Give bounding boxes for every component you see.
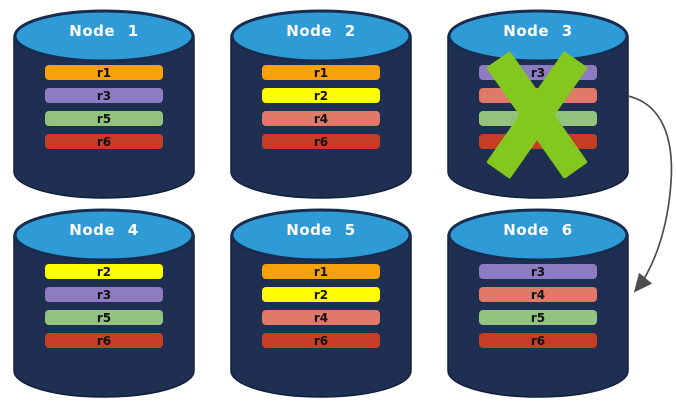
node-title: Node 6 (503, 221, 573, 239)
node-3: Node 3 r3 (446, 8, 630, 202)
replica-bar-r3: r3 (45, 287, 163, 302)
replica-bar-r3: r3 (479, 264, 597, 279)
replica-label: r3 (96, 287, 112, 302)
replica-list: r3 (479, 65, 597, 157)
replica-label: r6 (530, 333, 546, 348)
replica-label: r6 (96, 134, 112, 149)
replica-bar-r2: r2 (262, 287, 380, 302)
replica-label: r4 (530, 287, 546, 302)
node-1: Node 1 r1 r3 r5 r6 (12, 8, 196, 202)
node-2: Node 2 r1 r2 r4 r6 (229, 8, 413, 202)
replica-bar-r5: r5 (479, 310, 597, 325)
replica-bar-r4 (479, 88, 597, 103)
replica-bar-r6: r6 (45, 333, 163, 348)
replica-bar-r6: r6 (262, 333, 380, 348)
replica-bar-r2: r2 (45, 264, 163, 279)
replica-label: r6 (313, 134, 329, 149)
replica-label: r6 (313, 333, 329, 348)
replica-bar-r5: r5 (45, 310, 163, 325)
replica-bar-r1: r1 (45, 65, 163, 80)
node-title: Node 5 (286, 221, 356, 239)
replica-label: r3 (96, 88, 112, 103)
replica-bar-r6: r6 (45, 134, 163, 149)
replica-label: r3 (530, 264, 546, 279)
replica-bar-r6: r6 (479, 333, 597, 348)
replica-label: r3 (530, 65, 546, 80)
replica-list: r1 r2 r4 r6 (262, 65, 380, 157)
replica-label: r5 (96, 310, 112, 325)
replica-bar-r4: r4 (262, 111, 380, 126)
node-title: Node 3 (503, 22, 573, 40)
replica-bar-r3: r3 (45, 88, 163, 103)
node-5: Node 5 r1 r2 r4 r6 (229, 207, 413, 401)
replica-label: r2 (313, 88, 329, 103)
replica-label: r5 (96, 111, 112, 126)
replica-bar-r1: r1 (262, 65, 380, 80)
replica-list: r1 r3 r5 r6 (45, 65, 163, 157)
replica-label: r1 (313, 264, 329, 279)
replica-bar-r2: r2 (262, 88, 380, 103)
replica-bar-r4: r4 (479, 287, 597, 302)
node-title: Node 4 (69, 221, 139, 239)
node-title: Node 2 (286, 22, 356, 40)
replica-list: r1 r2 r4 r6 (262, 264, 380, 356)
node-title: Node 1 (69, 22, 139, 40)
replica-list: r2 r3 r5 r6 (45, 264, 163, 356)
replica-label: r6 (96, 333, 112, 348)
replica-bar-r6 (479, 134, 597, 149)
replica-label: r2 (313, 287, 329, 302)
replica-label: r1 (96, 65, 112, 80)
replica-bar-r6: r6 (262, 134, 380, 149)
replica-label: r1 (313, 65, 329, 80)
replica-bar-r3: r3 (479, 65, 597, 80)
node-4: Node 4 r2 r3 r5 r6 (12, 207, 196, 401)
replica-bar-r5 (479, 111, 597, 126)
replica-label: r2 (96, 264, 112, 279)
replica-label: r4 (313, 310, 329, 325)
node-6: Node 6 r3 r4 r5 r6 (446, 207, 630, 401)
replica-label: r5 (530, 310, 546, 325)
replica-bar-r5: r5 (45, 111, 163, 126)
replica-bar-r4: r4 (262, 310, 380, 325)
replica-list: r3 r4 r5 r6 (479, 264, 597, 356)
replica-label: r4 (313, 111, 329, 126)
replica-bar-r1: r1 (262, 264, 380, 279)
